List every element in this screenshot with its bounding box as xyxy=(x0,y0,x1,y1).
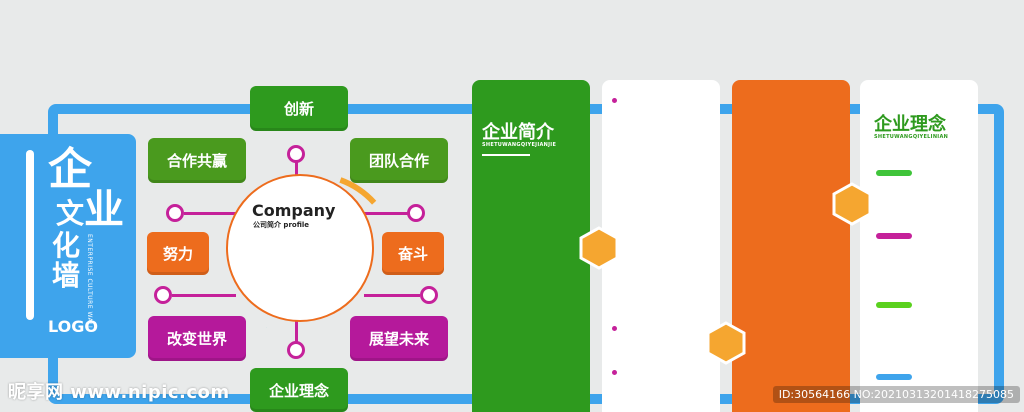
panel-green-title: 企业简介 xyxy=(482,122,554,143)
connector-dot-left-lower xyxy=(154,286,172,304)
panel-white-2-subtitle: SHETUWANGQIYELINIAN xyxy=(874,134,949,140)
tag-top-left: 合作共赢 xyxy=(148,138,246,183)
panel-white-1-dot-bottom xyxy=(612,370,617,375)
tag-bottom: 企业理念 xyxy=(250,368,348,412)
panel-white-1 xyxy=(602,80,720,412)
panel-white-1-dot-mid xyxy=(612,326,617,331)
tag-top: 创新 xyxy=(250,86,348,131)
panel-white-2: 企业理念 SHETUWANGQIYELINIAN xyxy=(860,80,978,412)
connector-dot-bottom xyxy=(287,341,305,359)
side-char-ye: 业 xyxy=(84,186,124,233)
panel-orange xyxy=(732,80,850,412)
hexagon-left xyxy=(579,226,619,270)
watermark-right: ID:30564166 NO:20210313201418275085 xyxy=(772,386,1020,403)
connector-right-lower xyxy=(364,294,420,297)
connector-bottom xyxy=(295,320,298,342)
side-title-card: 企 文 业 化 墙 ENTERPRISE CULTURE WALL LOGO xyxy=(0,134,136,358)
side-english-text: ENTERPRISE CULTURE WALL xyxy=(86,234,93,330)
panel-white-2-pill-blue xyxy=(876,374,912,380)
panel-white-2-pill-lime xyxy=(876,302,912,308)
tag-mid-left: 努力 xyxy=(147,232,209,275)
tag-top-right: 团队合作 xyxy=(350,138,448,183)
panel-green: 企业简介 SHETUWANGQIYEJIANJIE xyxy=(472,80,590,412)
panel-white-2-pill-green xyxy=(876,170,912,176)
watermark-left: 昵享网 www.nipic.com xyxy=(8,382,230,403)
panel-green-underline xyxy=(482,154,530,156)
hexagon-upper-right xyxy=(832,182,872,226)
connector-top xyxy=(295,160,298,178)
tag-mid-right: 奋斗 xyxy=(382,232,444,275)
panel-white-2-pill-magenta xyxy=(876,233,912,239)
connector-right-upper xyxy=(362,212,408,215)
panel-white-1-dot-top xyxy=(612,98,617,103)
connector-left-lower xyxy=(172,294,236,297)
logo-text: LOGO xyxy=(48,317,98,336)
panel-green-subtitle: SHETUWANGQIYEJIANJIE xyxy=(482,142,557,148)
connector-left-upper xyxy=(184,212,238,215)
side-white-bar xyxy=(26,150,34,320)
side-char-qiang: 墙 xyxy=(52,259,81,292)
connector-dot-right-upper xyxy=(407,204,425,222)
panel-white-2-title: 企业理念 xyxy=(874,114,946,135)
tag-bottom-left: 改变世界 xyxy=(148,316,246,361)
tag-bottom-right: 展望未来 xyxy=(350,316,448,361)
connector-dot-left-upper xyxy=(166,204,184,222)
company-title: Company xyxy=(252,201,336,220)
connector-dot-right-lower xyxy=(420,286,438,304)
company-subtitle: 公司简介 profile xyxy=(253,221,310,229)
side-char-hua: 化 xyxy=(52,229,81,262)
hexagon-lower xyxy=(706,321,746,365)
connector-dot-top xyxy=(287,145,305,163)
side-char-wen: 文 xyxy=(56,197,85,230)
company-circle xyxy=(226,174,374,322)
side-char-qi: 企 xyxy=(48,144,92,195)
